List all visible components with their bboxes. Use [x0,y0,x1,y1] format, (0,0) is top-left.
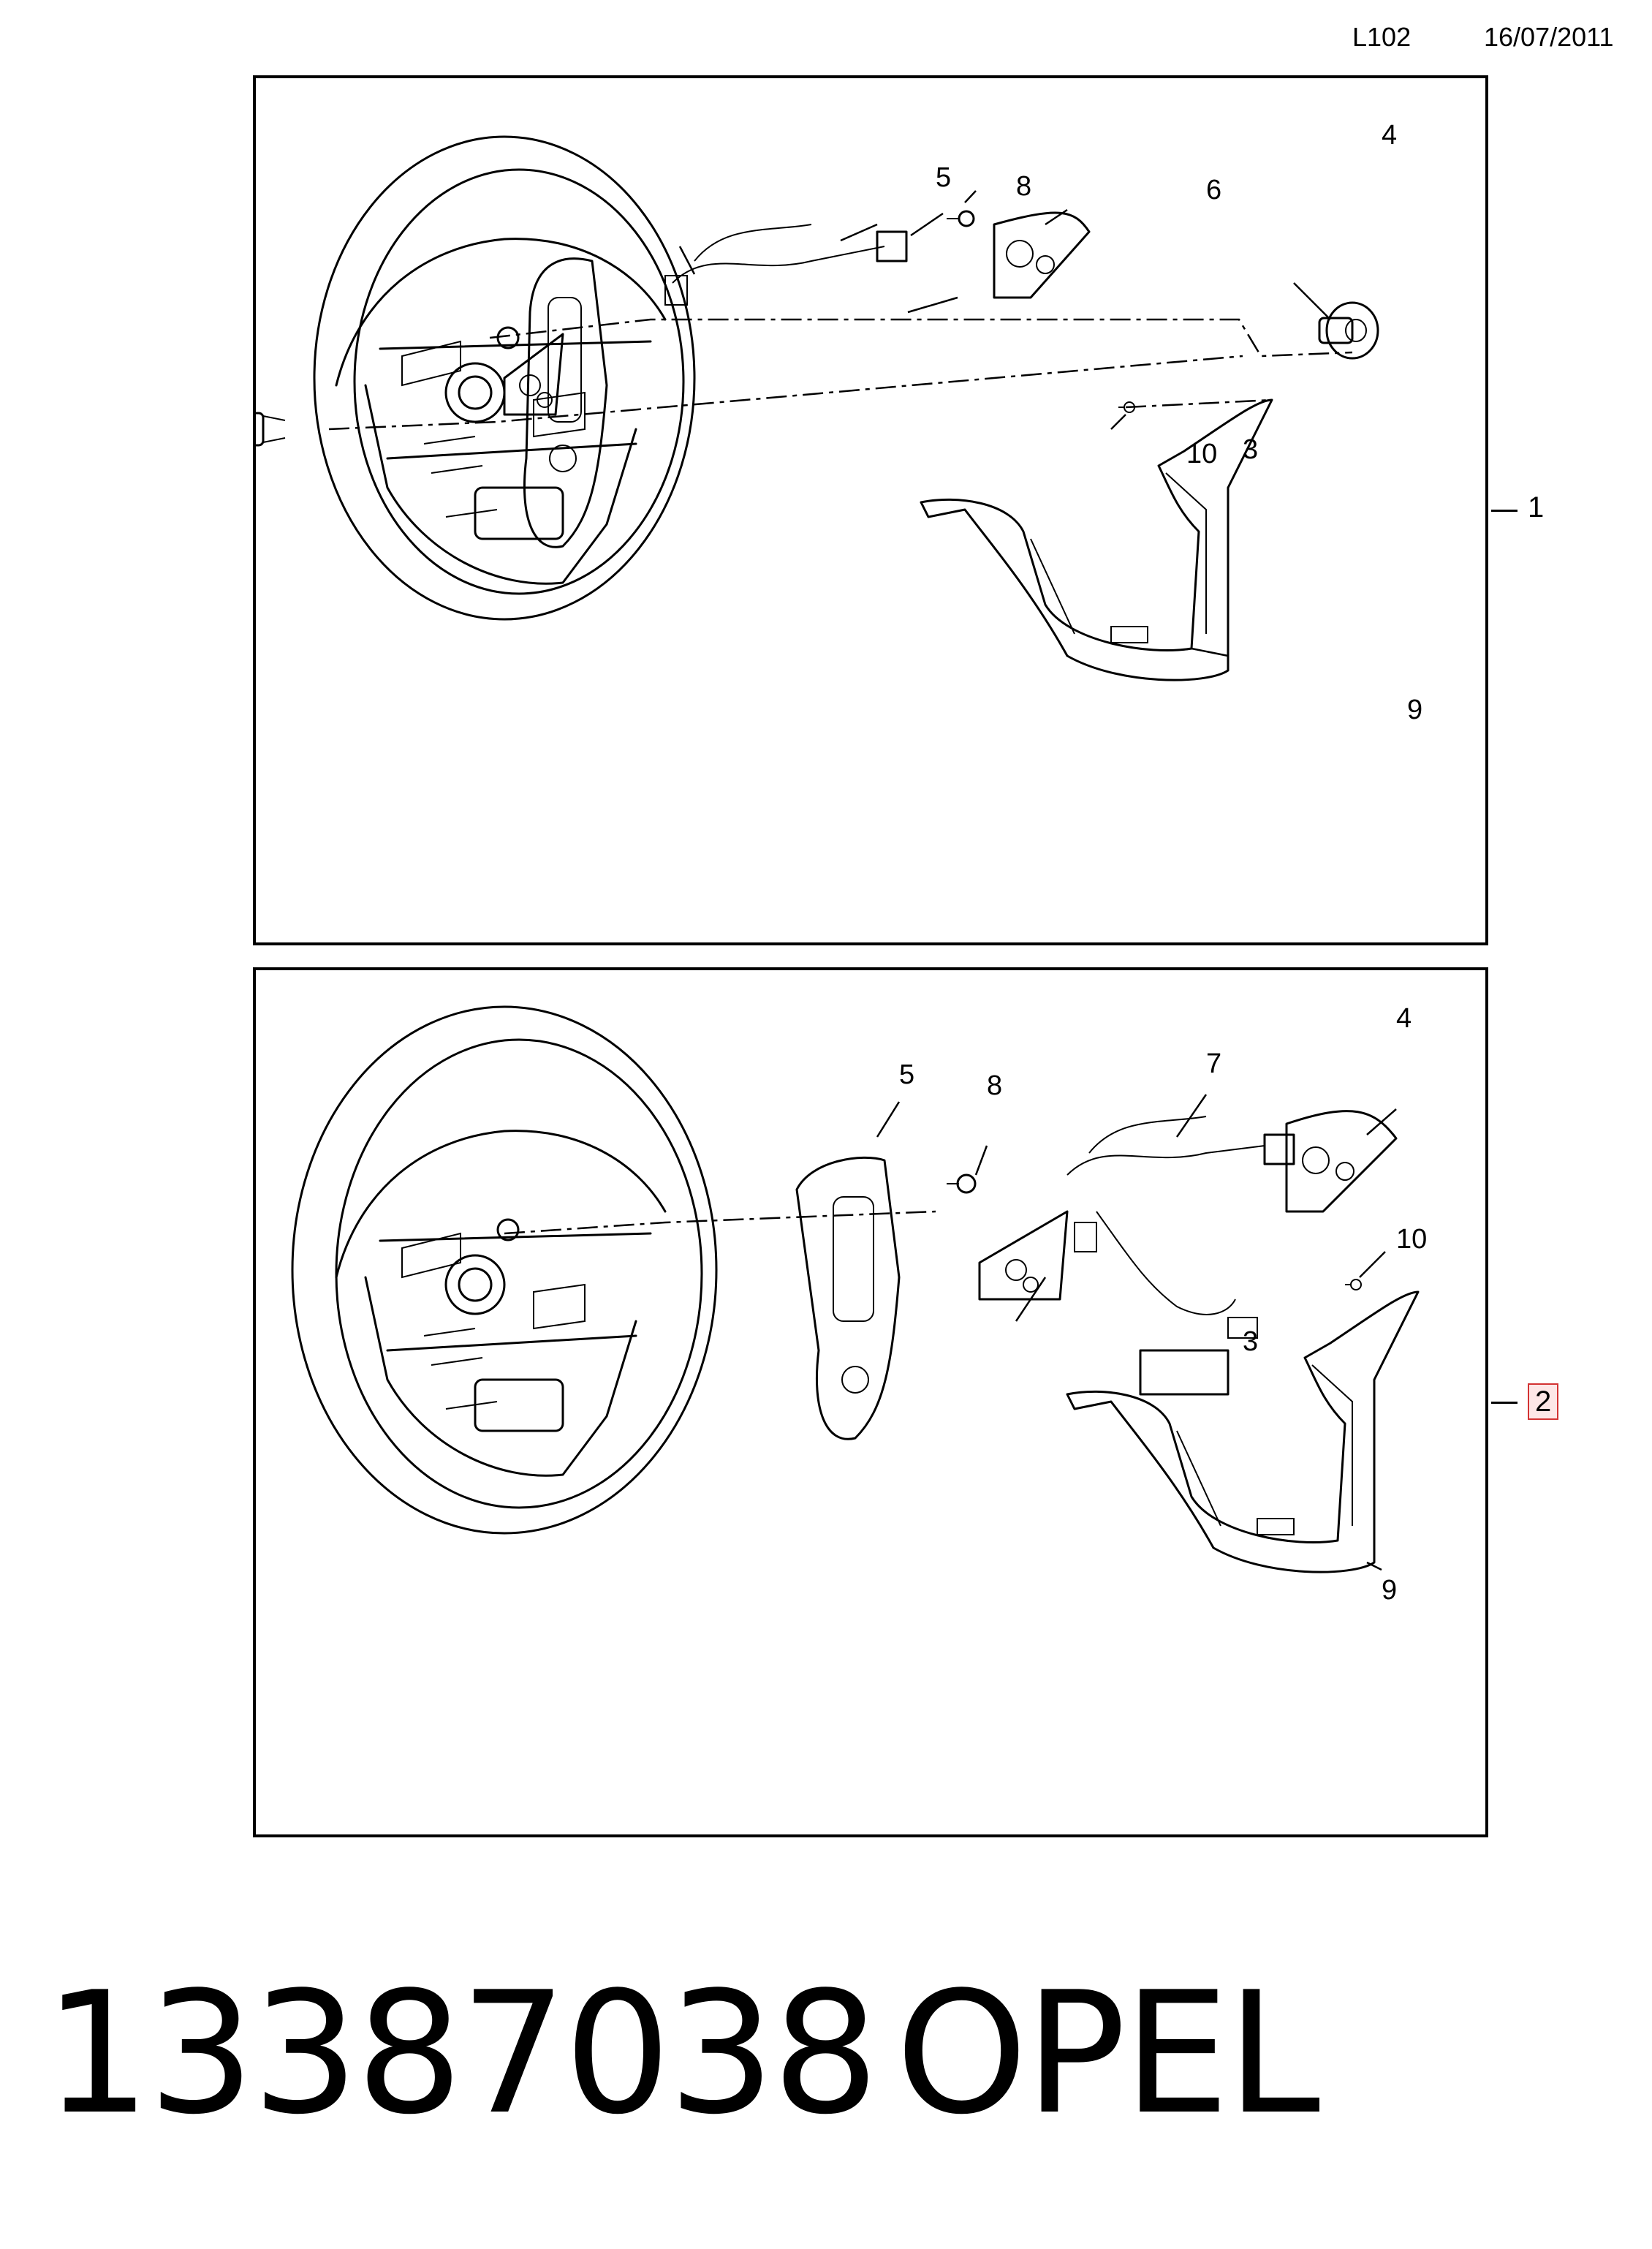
part-8-screw-illustration [947,210,975,227]
brand-name: OPEL [895,1957,1320,2152]
callout-3: 3 [1243,1326,1258,1357]
part-3-switch-illustration [503,333,564,416]
assembly-axis-line-upper [489,318,1353,358]
callout-9: 9 [1382,1575,1397,1606]
assembly-panel-2: 3 4 5 7 8 9 10 [253,967,1488,1837]
steering-column-illustration [256,412,286,447]
callout-8: 8 [987,1070,1002,1101]
part-3-switch-illustration [978,1210,1069,1301]
hub-adapter-illustration [795,1156,901,1440]
part-10-screw-illustration [1345,1279,1362,1290]
exploded-view-2: 3 4 5 7 8 9 10 [291,1003,1427,1606]
diagram-date: 16/07/2011 [1484,22,1614,52]
diagram-code: L102 [1352,22,1412,52]
assembly-1-tick [1491,510,1518,512]
part-6-harness-illustration [664,224,908,306]
assembly-axis-line [328,355,1243,431]
callout-3: 3 [1243,434,1258,465]
assembly-panel-1: 3 4 5 6 8 9 10 11 [253,75,1488,945]
callout-10: 10 [1396,1224,1427,1255]
callout-4: 4 [1396,1003,1412,1034]
callout-8: 8 [1016,171,1031,202]
part-9-cover-illustration [1066,1290,1420,1573]
part-number: 13387038 [44,1957,879,2152]
steering-wheel-illustration [313,135,696,621]
callout-10: 10 [1186,439,1217,469]
callout-9: 9 [1407,695,1422,725]
assembly-2-label: 2 [1528,1383,1559,1420]
part-4-switch-illustration [1285,1110,1398,1213]
assembly-axis-line [504,1210,936,1235]
part-9-cover-illustration [920,398,1273,681]
callout-6: 6 [1206,175,1221,205]
callout-5: 5 [936,162,951,193]
part-4-switch-illustration [993,211,1091,299]
callout-7: 7 [1206,1048,1221,1079]
steering-wheel-illustration [291,1005,718,1535]
part-8-screw-illustration [947,1173,977,1194]
callout-4: 4 [1382,120,1397,151]
part-11-bolt-illustration [1318,301,1379,360]
exploded-view-1: 3 4 5 6 8 9 10 11 [256,120,1422,725]
part-7-harness-illustration [1066,1116,1295,1396]
callout-5: 5 [899,1059,914,1090]
assembly-1-label: 1 [1528,491,1545,523]
assembly-2-tick [1491,1402,1518,1404]
hub-adapter-illustration [523,257,608,548]
assembly-axis-line-screw [1125,398,1273,409]
